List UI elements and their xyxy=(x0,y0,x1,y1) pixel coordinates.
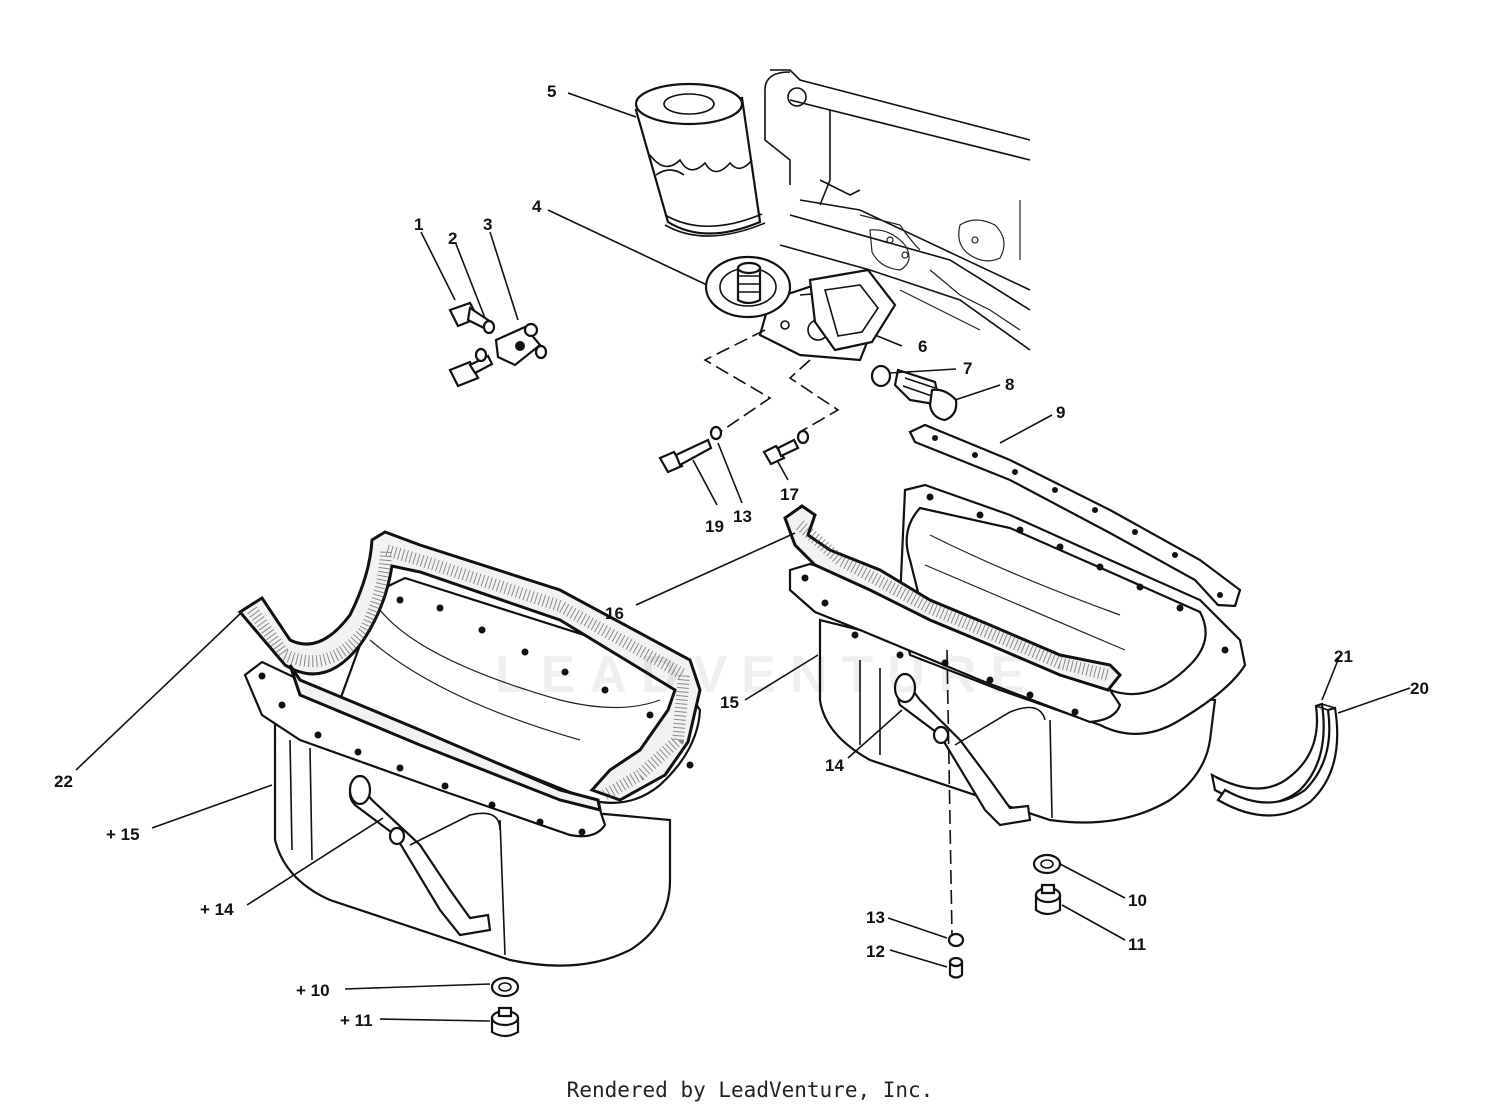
rear-seals xyxy=(1210,702,1339,817)
pan-gasket-left xyxy=(237,530,702,813)
drain-plug-right xyxy=(1032,853,1062,916)
bolts-upper xyxy=(658,425,810,474)
callout-13-lower: 13 xyxy=(866,908,885,927)
callout-13-upper: 13 xyxy=(733,507,752,526)
callout-10: 10 xyxy=(1128,891,1147,910)
watermark: LEADVENTURE xyxy=(495,646,1040,704)
callout-10-plus: + 10 xyxy=(296,981,330,1000)
fitting-group xyxy=(448,301,548,388)
engine-block xyxy=(764,69,1031,351)
leader-lines xyxy=(75,92,1411,1022)
callout-11: 11 xyxy=(1128,935,1146,954)
callout-1: 1 xyxy=(414,215,423,234)
adapter-gasket xyxy=(808,268,897,352)
callout-20: 20 xyxy=(1410,679,1429,698)
callout-8: 8 xyxy=(1005,375,1014,394)
drain-plug-lower xyxy=(947,932,965,979)
callout-12: 12 xyxy=(866,942,885,961)
pan-gasket-strip xyxy=(908,423,1242,608)
callout-21: 21 xyxy=(1334,647,1353,666)
callout-7: 7 xyxy=(963,359,972,378)
rear-gasket-right xyxy=(783,504,1123,692)
callout-16: 16 xyxy=(605,604,624,623)
callout-15: 15 xyxy=(720,693,739,712)
callout-15-plus: + 15 xyxy=(106,825,140,844)
callout-4: 4 xyxy=(532,197,542,216)
callout-14: 14 xyxy=(825,756,844,775)
callout-labels: 1 2 3 4 5 6 7 8 9 10 11 12 13 13 14 15 1… xyxy=(54,82,1429,1030)
assembly-lines xyxy=(703,329,840,433)
callout-2: 2 xyxy=(448,229,457,248)
oil-pressure-sender xyxy=(870,364,958,422)
pan-left-bolt-holes xyxy=(258,596,694,836)
callout-22: 22 xyxy=(54,772,73,791)
oil-filter xyxy=(634,82,766,237)
callout-6: 6 xyxy=(918,337,927,356)
footer-credit: Rendered by LeadVenture, Inc. xyxy=(566,1078,934,1102)
callout-5: 5 xyxy=(547,82,556,101)
callout-3: 3 xyxy=(483,215,492,234)
oil-pan-right xyxy=(788,483,1247,936)
callout-19: 19 xyxy=(705,517,724,536)
callout-11-plus: + 11 xyxy=(340,1011,373,1030)
callout-17: 17 xyxy=(780,485,799,504)
callout-9: 9 xyxy=(1056,403,1065,422)
drain-plug-left xyxy=(490,976,520,1038)
callout-14-plus: + 14 xyxy=(200,900,234,919)
